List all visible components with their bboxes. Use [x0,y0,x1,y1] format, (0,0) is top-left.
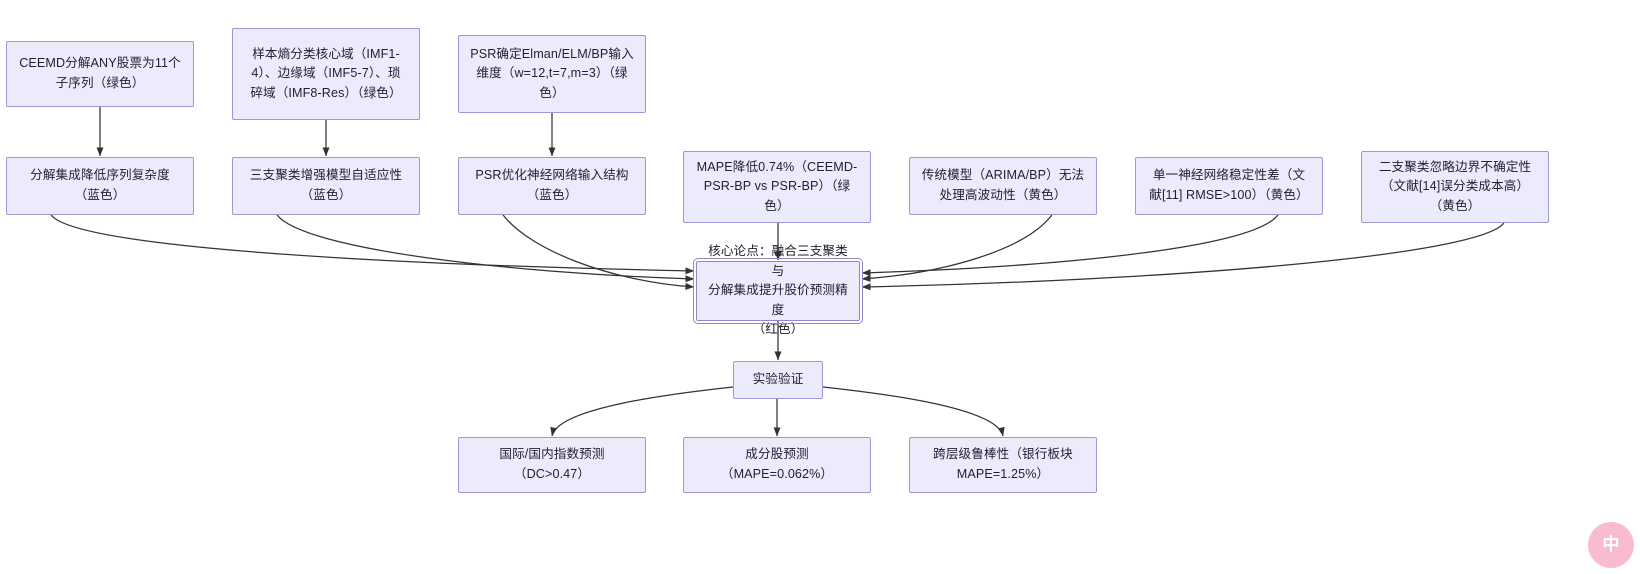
node-label: 成分股预测 （MAPE=0.062%） [720,447,834,481]
node-label: 单一神经网络稳定性差（文 献[11] RMSE>100）（黄色） [1149,168,1309,202]
node-ceemd-decompose[interactable]: CEEMD分解ANY股票为11个 子序列（绿色） [6,41,194,107]
watermark-badge: 中 [1588,522,1634,568]
node-cross-level-robustness[interactable]: 跨层级鲁棒性（银行板块 MAPE=1.25%） [909,437,1097,493]
edge-n9-core [861,214,1279,277]
node-label: 跨层级鲁棒性（银行板块 MAPE=1.25%） [933,447,1073,481]
node-label: PSR确定Elman/ELM/BP输入 维度（w=12,t=7,m=3）（绿 色… [470,46,634,100]
node-three-way-clustering-adaptivity[interactable]: 三支聚类增强模型自适应性 （蓝色） [232,157,420,215]
watermark-text: 中 [1602,534,1620,554]
node-index-forecast[interactable]: 国际/国内指数预测 （DC>0.47） [458,437,646,493]
node-constituent-stock-forecast[interactable]: 成分股预测 （MAPE=0.062%） [683,437,871,493]
edge-n12-n15 [822,386,1005,437]
node-traditional-model-limitation[interactable]: 传统模型（ARIMA/BP）无法 处理高波动性（黄色） [909,157,1097,215]
node-label: 传统模型（ARIMA/BP）无法 处理高波动性（黄色） [921,168,1085,202]
node-decompose-reduce-complexity[interactable]: 分解集成降低序列复杂度 （蓝色） [6,157,194,215]
edge-n12-n13 [550,386,734,437]
node-label: 实验验证 [752,372,804,387]
edge-n8-core [861,214,1053,282]
edge-n4-core [50,214,695,275]
node-label: 样本熵分类核心域（IMF1- 4）、边缘域（IMF5-7）、琐 碎域（IMF8-… [250,46,402,100]
node-label: 国际/国内指数预测 （DC>0.47） [499,447,605,481]
node-label: 二支聚类忽略边界不确定性 （文献[14]误分类成本高） （黄色） [1378,159,1532,213]
node-label: PSR优化神经网络输入结构 （蓝色） [475,168,629,202]
edge-n5-core [276,214,695,283]
node-label: CEEMD分解ANY股票为11个 子序列（绿色） [19,56,181,90]
node-core-thesis[interactable]: 核心论点：融合三支聚类与 分解集成提升股价预测精度 （红色） [693,244,863,336]
node-single-network-instability[interactable]: 单一神经网络稳定性差（文 献[11] RMSE>100）（黄色） [1135,157,1323,215]
node-sample-entropy[interactable]: 样本熵分类核心域（IMF1- 4）、边缘域（IMF5-7）、琐 碎域（IMF8-… [232,28,420,120]
node-label: 核心论点：融合三支聚类与 分解集成提升股价预测精度 （红色） [708,244,848,337]
edge-n10-core [861,222,1505,291]
node-label: MAPE降低0.74%（CEEMD- PSR-BP vs PSR-BP）（绿 色… [696,159,858,213]
node-mape-improvement[interactable]: MAPE降低0.74%（CEEMD- PSR-BP vs PSR-BP）（绿 色… [683,151,871,223]
node-experimental-validation[interactable]: 实验验证 [733,361,823,399]
node-label: 分解集成降低序列复杂度 （蓝色） [30,168,170,202]
node-psr-input-dim[interactable]: PSR确定Elman/ELM/BP输入 维度（w=12,t=7,m=3）（绿 色… [458,35,646,113]
node-label: 三支聚类增强模型自适应性 （蓝色） [249,168,403,202]
node-two-way-clustering-boundary[interactable]: 二支聚类忽略边界不确定性 （文献[14]误分类成本高） （黄色） [1361,151,1549,223]
edge-n6-core [502,214,695,290]
node-psr-optimize-structure[interactable]: PSR优化神经网络输入结构 （蓝色） [458,157,646,215]
